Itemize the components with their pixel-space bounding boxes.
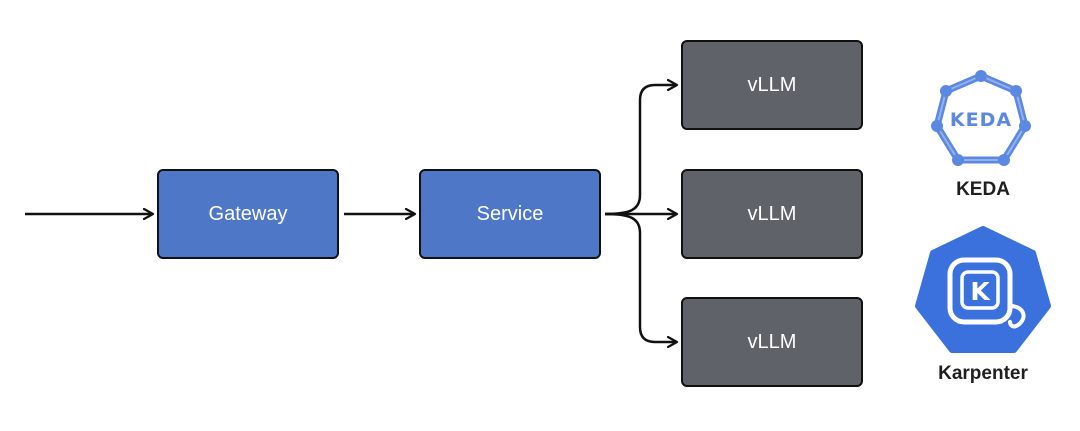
- keda-label: KEDA: [956, 179, 1010, 200]
- keda-wordmark: KEDA: [950, 109, 1012, 131]
- karpenter-logo-icon: K: [915, 226, 1051, 353]
- service-label: Service: [476, 202, 544, 225]
- vllm-label: vLLM: [747, 202, 797, 225]
- karpenter-label: Karpenter: [938, 363, 1028, 384]
- karpenter-glyph: K: [970, 277, 991, 306]
- vllm-label: vLLM: [747, 330, 797, 353]
- service-node: Service: [419, 169, 601, 259]
- gateway-node: Gateway: [157, 169, 339, 259]
- keda-logo-icon: KEDA: [931, 70, 1031, 166]
- vllm-node-top: vLLM: [681, 40, 863, 130]
- service-to-vllm-bottom-arrow: [604, 212, 677, 342]
- vllm-node-middle: vLLM: [681, 169, 863, 259]
- vllm-node-bottom: vLLM: [681, 297, 863, 387]
- gateway-label: Gateway: [208, 202, 288, 225]
- service-to-vllm-top-arrow: [604, 85, 677, 216]
- vllm-label: vLLM: [747, 73, 797, 96]
